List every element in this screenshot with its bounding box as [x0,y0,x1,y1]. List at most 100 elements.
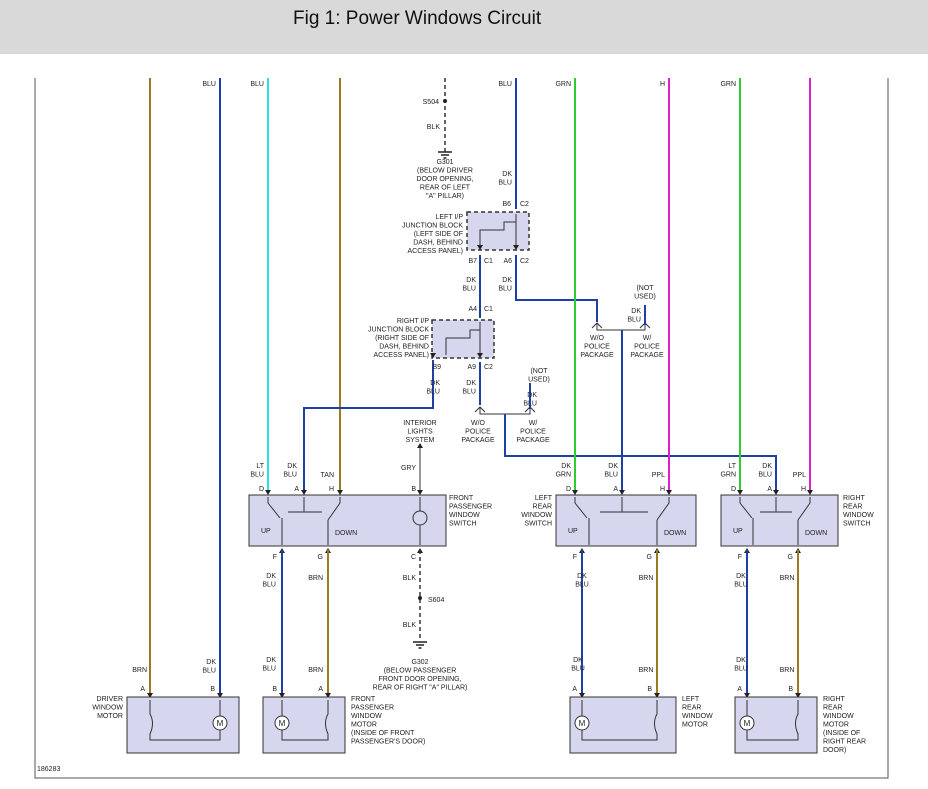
right-rear-window-motor-label: DOOR) [823,747,846,754]
wire-label-ppl: PPL [652,472,665,479]
left-rear-window-switch-label: REAR [533,504,552,511]
wire-label-blu: BLU [250,81,264,88]
motor-m-symbol: M [217,719,224,728]
right-rear-window-switch-label: REAR [843,504,862,511]
wire-label-tan: TAN [321,472,334,479]
left-ip-junction-block-label: DASH, BEHIND [413,240,463,247]
right-ip-junction-block-label: ACCESS PANEL) [374,352,430,359]
motor-m-symbol: M [579,719,586,728]
pin-label: A6 [503,258,512,265]
front-passenger-window-motor-label: WINDOW [351,713,382,720]
pin-label: A [572,686,577,693]
wo-police-package-label: W/O [590,335,605,342]
connector-arrow [807,490,813,495]
left-rear-window-switch-box [555,494,697,547]
wire-label-blk: BLK [403,575,417,582]
wire-label-dk-blu: BLU [202,668,216,675]
w-police-package-label: POLICE [634,344,660,351]
switch-contacts [267,497,341,545]
front-passenger-window-switch-label: FRONT [449,495,474,502]
wire-dkblu-fp-switch-a [303,360,434,491]
figure-header: Fig 1: Power Windows Circuit [0,0,928,54]
wire-label-brn: BRN [308,575,323,582]
pin-label: A [318,686,323,693]
front-passenger-window-switch-box [248,494,447,547]
wire-label-dk-blu: BLU [734,666,748,673]
right-rear-window-switch-label: RIGHT [843,495,866,502]
right-rear-window-switch-label: WINDOW [843,512,874,519]
wire-label-dk-blu: DK [527,392,537,399]
wo-police-package-label: W/O [471,420,486,427]
g302-label: G302 [411,659,428,666]
front-passenger-window-switch-label: SWITCH [449,521,477,528]
wire-label-dk-blu: BLU [575,582,589,589]
driver-window-motor-label: MOTOR [97,713,123,720]
wire-label-dk-blu: BLU [498,286,512,293]
pin-label: C2 [520,258,529,265]
right-rear-window-motor-label: MOTOR [823,722,849,729]
connector-arrow [301,490,307,495]
left-rear-window-switch-label: LEFT [535,495,553,502]
switch-up-label: UP [568,528,578,535]
pin-label: C [411,554,416,561]
wire-label-brn: BRN [308,667,323,674]
motor-circuit-breaker [149,711,221,741]
rr-motor-internals: M [739,700,799,741]
pin-label: H [660,486,665,493]
right-rear-window-motor-label: WINDOW [823,713,854,720]
left-rear-window-switch-label: WINDOW [521,512,552,519]
g301-label: "A" PILLAR) [426,193,464,200]
wire-label-dk-blu: DK [608,463,618,470]
police-package-selector-icon [474,406,536,415]
wire-label-lt-grn: GRN [720,472,736,479]
wire-label-dk-blu: BLU [462,286,476,293]
pin-label: B [210,686,215,693]
switch-up-label: UP [733,528,743,535]
pin-label: C1 [484,306,493,313]
connector-arrow [265,490,271,495]
wire-label-blu: BLU [202,81,216,88]
wire-dkblu-lr-switch-feed [515,255,598,322]
wire-label-dk-blu: BLU [498,180,512,187]
motor-m-symbol: M [279,719,286,728]
right-rear-window-motor-label: RIGHT REAR [823,739,866,746]
wire-label-brn: BRN [639,575,654,582]
right-rear-window-motor-label: RIGHT [823,696,846,703]
pin-label: G [788,554,793,561]
pin-label: H [329,486,334,493]
pin-label: F [273,554,277,561]
wire-label-dk-grn: DK [561,463,571,470]
pin-label: G [647,554,652,561]
g302-label: REAR OF RIGHT "A" PILLAR) [373,685,468,692]
front-passenger-window-motor-label: MOTOR [351,722,377,729]
left-rear-window-motor-label: MOTOR [682,722,708,729]
wire-dkblu-rr-switch-a [504,414,777,491]
wire-label-dk-blu: DK [762,463,772,470]
left-rear-window-motor-label: REAR [682,705,701,712]
connector-arrow [579,693,585,698]
wire-label-grn: GRN [720,81,736,88]
left-rear-window-motor-label: LEFT [682,696,700,703]
pin-label: A [737,686,742,693]
g302-label: FRONT DOOR OPENING, [378,676,461,683]
wire-label-dk-blu: BLU [604,472,618,479]
g301-label: (BELOW DRIVER [417,168,473,175]
front-passenger-window-switch-label: PASSENGER [449,504,492,511]
connector-arrow [795,693,801,698]
connector-arrow [217,693,223,698]
front-passenger-window-motor-label: (INSIDE OF FRONT [351,730,415,737]
connector-arrow [744,693,750,698]
s504-label: S504 [423,99,439,106]
wire-label-dk-blu: DK [466,277,476,284]
front-passenger-window-motor-label: FRONT [351,696,376,703]
connector-arrow [666,490,672,495]
left-rear-window-switch-label: SWITCH [524,521,552,528]
motor-m-symbol: M [744,719,751,728]
connector-arrow [147,693,153,698]
right-ip-junction-block-label: RIGHT I/P [397,318,429,325]
right-ip-junction-block-label: (RIGHT SIDE OF [375,335,429,342]
w-police-package-label: PACKAGE [630,352,664,359]
wo-police-package-label: PACKAGE [580,352,614,359]
switch-down-label: DOWN [335,530,357,537]
wire-label-dk-blu: DK [266,573,276,580]
